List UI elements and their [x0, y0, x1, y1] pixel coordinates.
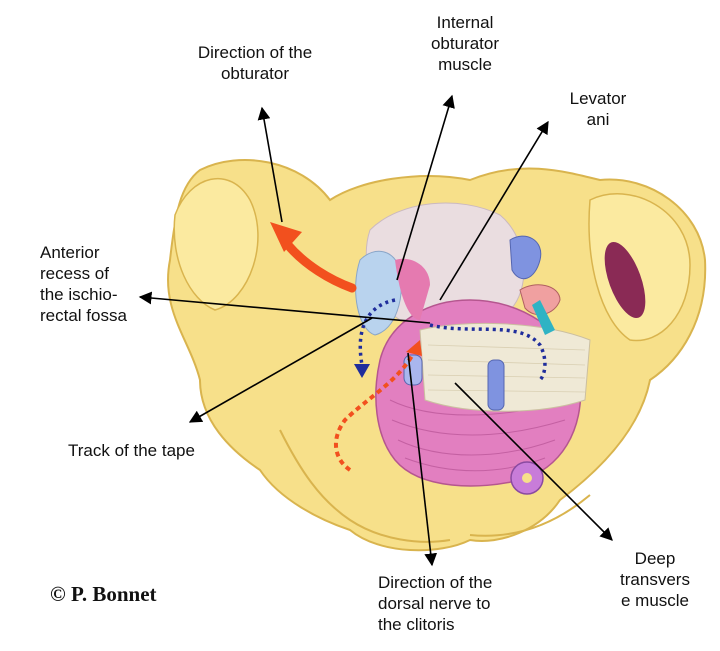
label-line: transvers [605, 569, 705, 590]
label-anterior-recess: Anterior recess of the ischio- rectal fo… [40, 242, 127, 326]
label-line: ani [548, 109, 648, 130]
label-line: recess of [40, 263, 127, 284]
label-line: Track of the tape [68, 440, 195, 461]
label-direction-obturator: Direction of the obturator [170, 42, 340, 84]
label-line: Levator [548, 88, 648, 109]
label-line: Direction of the [170, 42, 340, 63]
label-line: muscle [410, 54, 520, 75]
deep-transverse-membrane [420, 323, 590, 411]
label-line: Anterior [40, 242, 127, 263]
label-line: rectal fossa [40, 305, 127, 326]
label-deep-transverse: Deep transvers e muscle [605, 548, 705, 611]
label-levator-ani: Levator ani [548, 88, 648, 130]
label-line: the ischio- [40, 284, 127, 305]
label-line: obturator [410, 33, 520, 54]
label-direction-dorsal-nerve: Direction of the dorsal nerve to the cli… [378, 572, 492, 635]
label-line: Internal [410, 12, 520, 33]
label-line: dorsal nerve to [378, 593, 492, 614]
label-line: Direction of the [378, 572, 492, 593]
label-line: e muscle [605, 590, 705, 611]
label-internal-obturator: Internal obturator muscle [410, 12, 520, 75]
label-line: the clitoris [378, 614, 492, 635]
label-line: Deep [605, 548, 705, 569]
label-track-tape: Track of the tape [68, 440, 195, 461]
label-line: obturator [170, 63, 340, 84]
copyright-text: © P. Bonnet [50, 582, 157, 607]
